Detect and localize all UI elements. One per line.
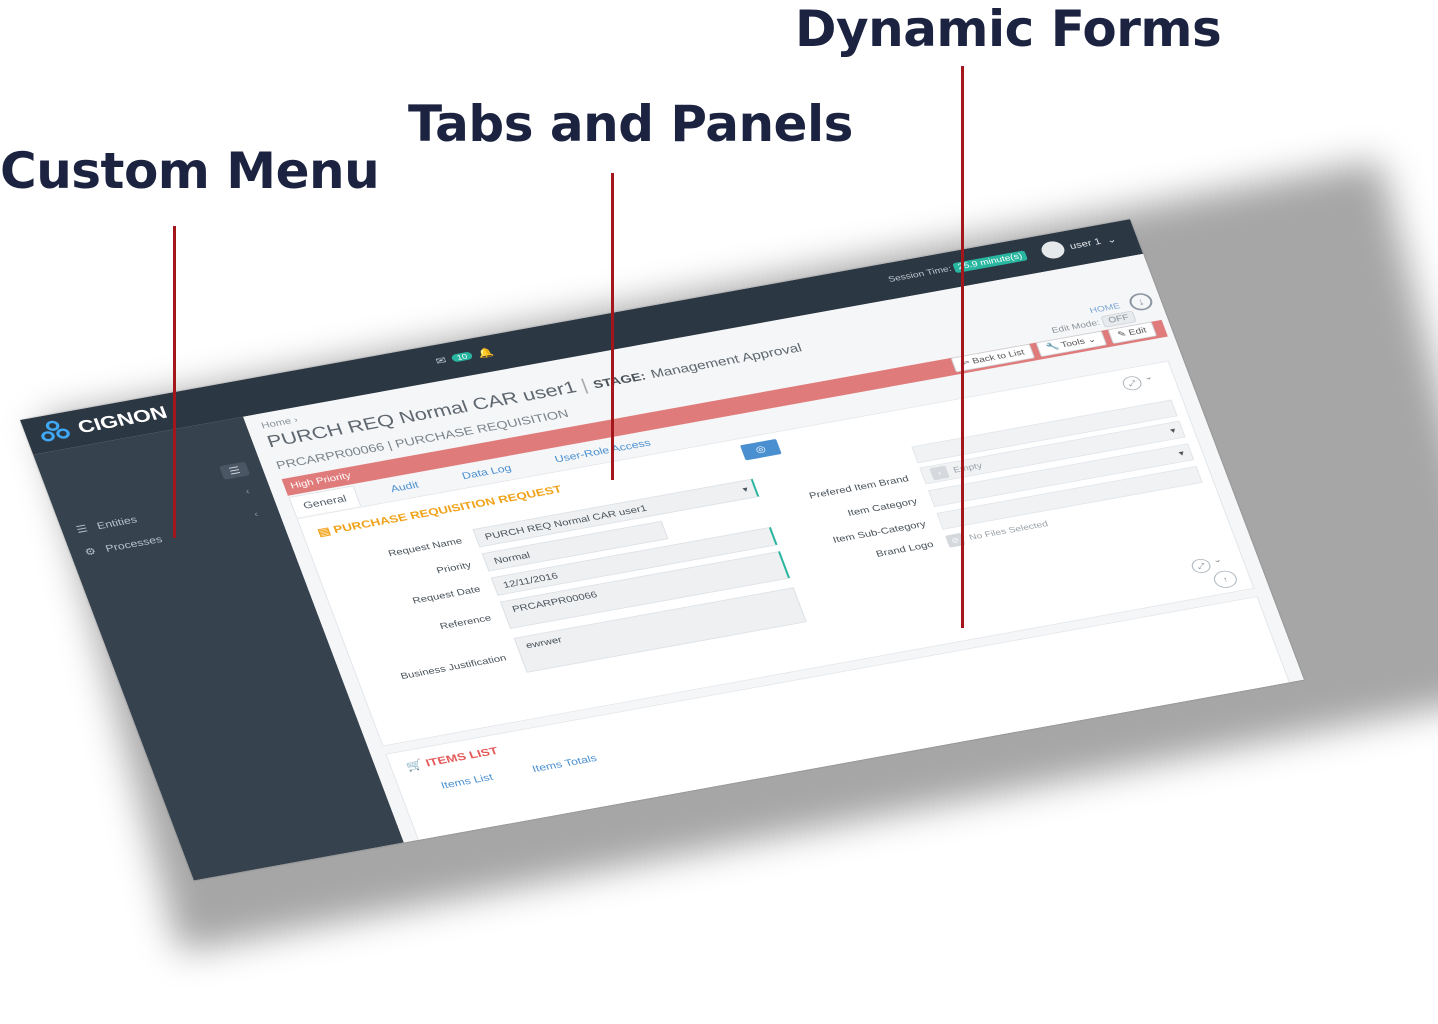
- chevron-left-icon[interactable]: ‹: [244, 486, 252, 497]
- chevron-right-icon[interactable]: ›: [929, 465, 950, 481]
- logo-icon: [36, 418, 75, 446]
- gears-icon: ⚙: [83, 545, 98, 558]
- tab-items-totals[interactable]: Items Totals: [530, 752, 599, 775]
- scroll-top-icon[interactable]: ↑: [1211, 569, 1240, 590]
- sidebar-item-processes[interactable]: ⚙ Processes: [83, 533, 164, 557]
- sidebar-item-label: Entities: [95, 513, 139, 532]
- globe-button[interactable]: ◎: [740, 438, 782, 461]
- avatar[interactable]: [1039, 239, 1068, 261]
- list-icon: ☰: [74, 522, 90, 536]
- expand-icon[interactable]: ⤢: [1189, 557, 1213, 575]
- app-screen: CIGNON ✉ 10 🔔 Session Time: 25.9 minute(…: [20, 219, 1304, 881]
- sidebar-item-entities[interactable]: ☰ Entities: [74, 514, 138, 535]
- items-title: 🛒 ITEMS LIST: [404, 744, 500, 773]
- chevron-down-icon[interactable]: ⌄: [1142, 372, 1155, 383]
- download-icon[interactable]: ↓: [1126, 291, 1156, 313]
- notification-badge: 10: [450, 351, 474, 363]
- sidebar-item-label: Processes: [103, 533, 164, 555]
- notifications[interactable]: ✉ 10 🔔: [434, 346, 495, 367]
- field-label: Business Justification: [399, 653, 508, 682]
- callout-line-custom-menu: [173, 226, 176, 538]
- user-name[interactable]: user 1: [1068, 236, 1103, 252]
- menu-toggle-button[interactable]: ☰: [219, 461, 251, 480]
- expand-icon[interactable]: ⤢: [1120, 374, 1144, 392]
- callout-custom-menu: Custom Menu: [0, 142, 380, 200]
- chevron-left-icon[interactable]: ‹: [252, 509, 260, 520]
- chevron-down-icon[interactable]: ⌄: [1105, 234, 1118, 246]
- user-menu[interactable]: user 1 ⌄: [1039, 230, 1119, 261]
- chevron-down-icon[interactable]: ⌄: [1211, 555, 1224, 566]
- callout-dynamic-forms: Dynamic Forms: [795, 0, 1222, 58]
- stage-label: STAGE:: [591, 369, 648, 391]
- tab-items-list[interactable]: Items List: [439, 771, 495, 792]
- inbox-icon[interactable]: ✉: [433, 354, 449, 367]
- callout-line-tabs-panels: [611, 173, 614, 480]
- callout-tabs-panels: Tabs and Panels: [408, 95, 853, 153]
- session-label: Session Time:: [887, 264, 953, 285]
- stage-value: Management Approval: [648, 341, 804, 382]
- bell-icon[interactable]: 🔔: [476, 346, 496, 360]
- callout-line-dynamic-forms: [961, 66, 964, 628]
